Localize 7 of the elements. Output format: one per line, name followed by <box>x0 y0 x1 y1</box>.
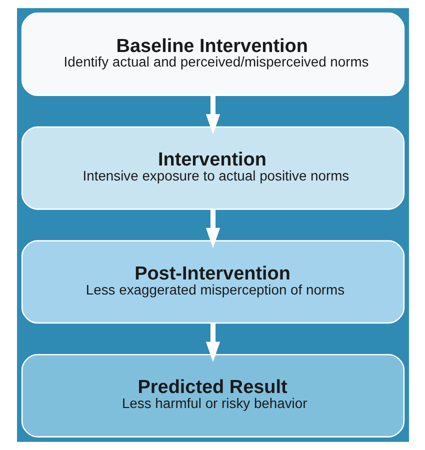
node-box: Intervention Intensive exposure to actual positive norms <box>20 126 404 210</box>
arrow <box>205 210 220 248</box>
node-box: Post-Intervention Less exaggerated misperception of norms <box>20 240 404 324</box>
node-box: Baseline Intervention Identify actual and perceived/misperceived norms <box>20 12 404 96</box>
arrow <box>205 96 220 134</box>
node-box: Predicted Result Less harmful or risky behavior <box>20 354 404 438</box>
arrow <box>205 323 220 362</box>
